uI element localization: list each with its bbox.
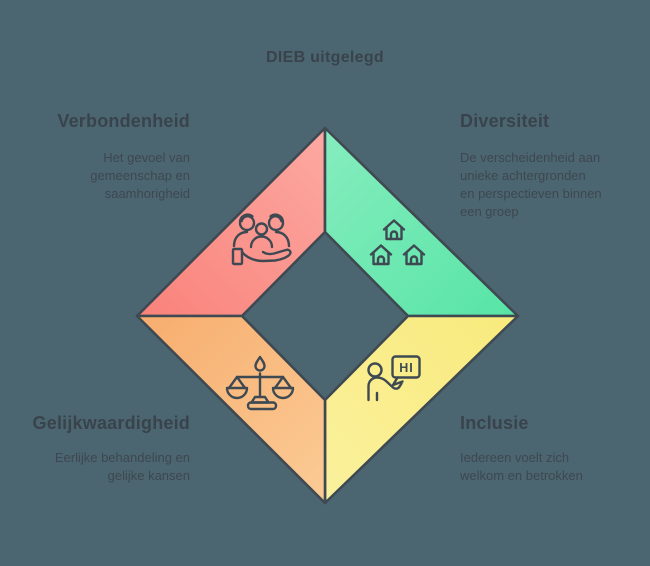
section-description-gelijkwaardigheid: Eerlijke behandeling en gelijke kansen (54, 450, 190, 483)
section-heading-diversiteit: Diversiteit (460, 111, 550, 131)
segment-verbondenheid (135, 126, 327, 318)
section-heading-verbondenheid: Verbondenheid (57, 111, 190, 131)
section-diversiteit-text: Diversiteit De verscheidenheid aan uniek… (460, 110, 650, 221)
section-heading-gelijkwaardigheid: Gelijkwaardigheid (32, 413, 190, 433)
section-gelijkwaardigheid-text: Gelijkwaardigheid Eerlijke behandeling e… (0, 412, 190, 485)
segment-gelijkwaardigheid (135, 314, 327, 505)
section-inclusie-text: Inclusie Iedereen voelt zich welkom en b… (460, 412, 650, 485)
houses-icon (369, 219, 426, 266)
section-verbondenheid-text: Verbondenheid Het gevoel van gemeenschap… (0, 110, 190, 203)
scales-icon (225, 355, 295, 411)
people-in-hand-icon (231, 213, 292, 266)
segment-inclusie (323, 314, 520, 505)
section-description-verbondenheid: Het gevoel van gemeenschap en saamhorigh… (90, 150, 190, 201)
section-description-diversiteit: De verscheidenheid aan unieke achtergron… (460, 150, 602, 219)
section-description-inclusie: Iedereen voelt zich welkom en betrokken (460, 450, 583, 483)
section-heading-inclusie: Inclusie (460, 413, 529, 433)
person-greeting-icon: HI (367, 355, 421, 402)
diagram-title: DIEB uitgelegd (266, 49, 384, 66)
speech-bubble-text: HI (399, 361, 414, 375)
segment-diversiteit (323, 126, 520, 318)
